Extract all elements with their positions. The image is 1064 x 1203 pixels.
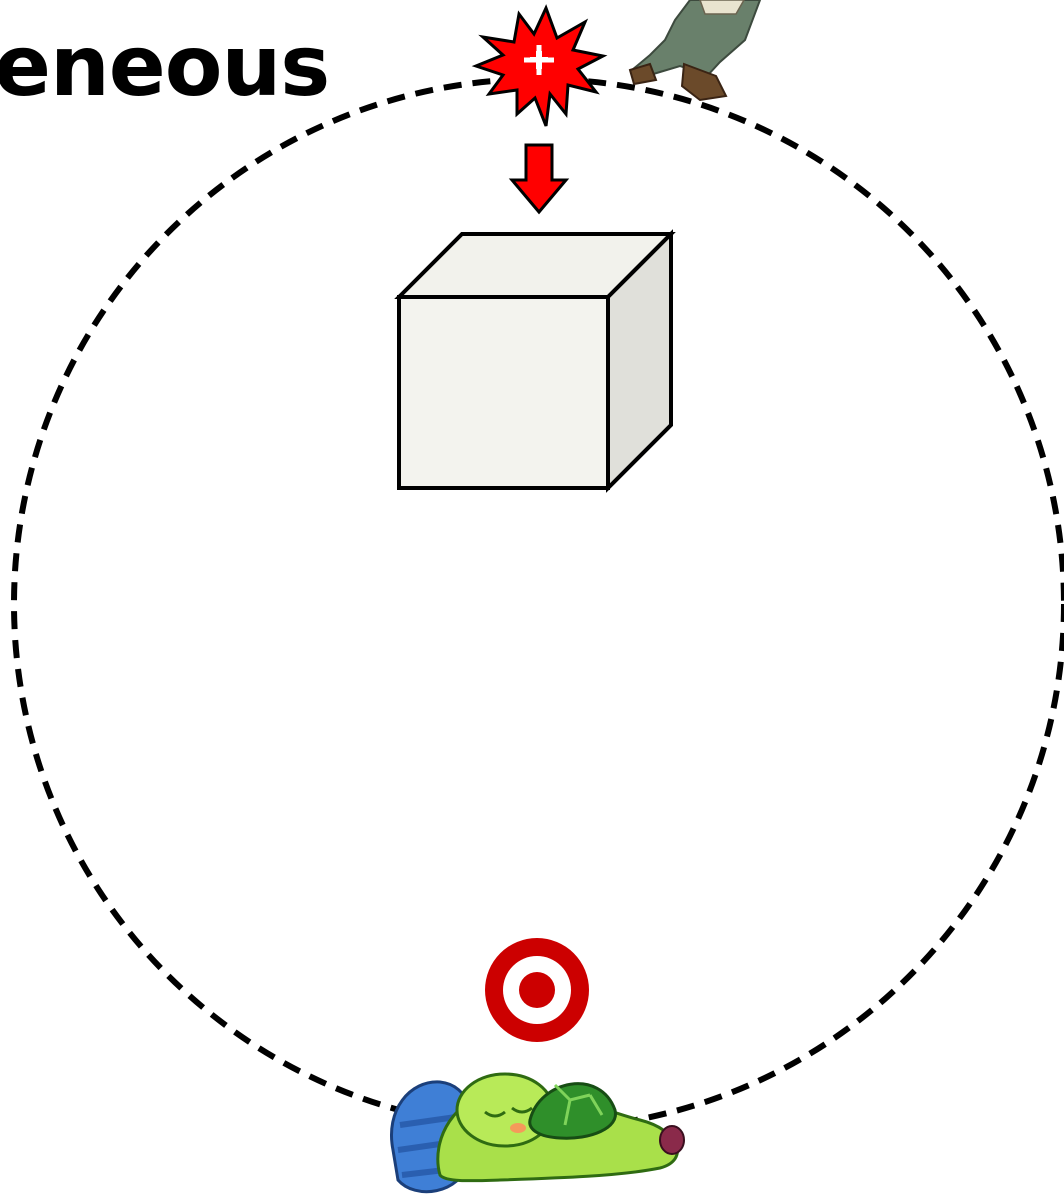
down-arrow-icon xyxy=(508,143,570,215)
title: eneous xyxy=(0,17,330,115)
explosion-plus-icon xyxy=(471,4,608,127)
sleeping-turtle xyxy=(390,1072,685,1194)
cube-icon xyxy=(394,229,676,493)
target-icon xyxy=(485,938,589,1042)
walking-figure xyxy=(628,0,762,102)
